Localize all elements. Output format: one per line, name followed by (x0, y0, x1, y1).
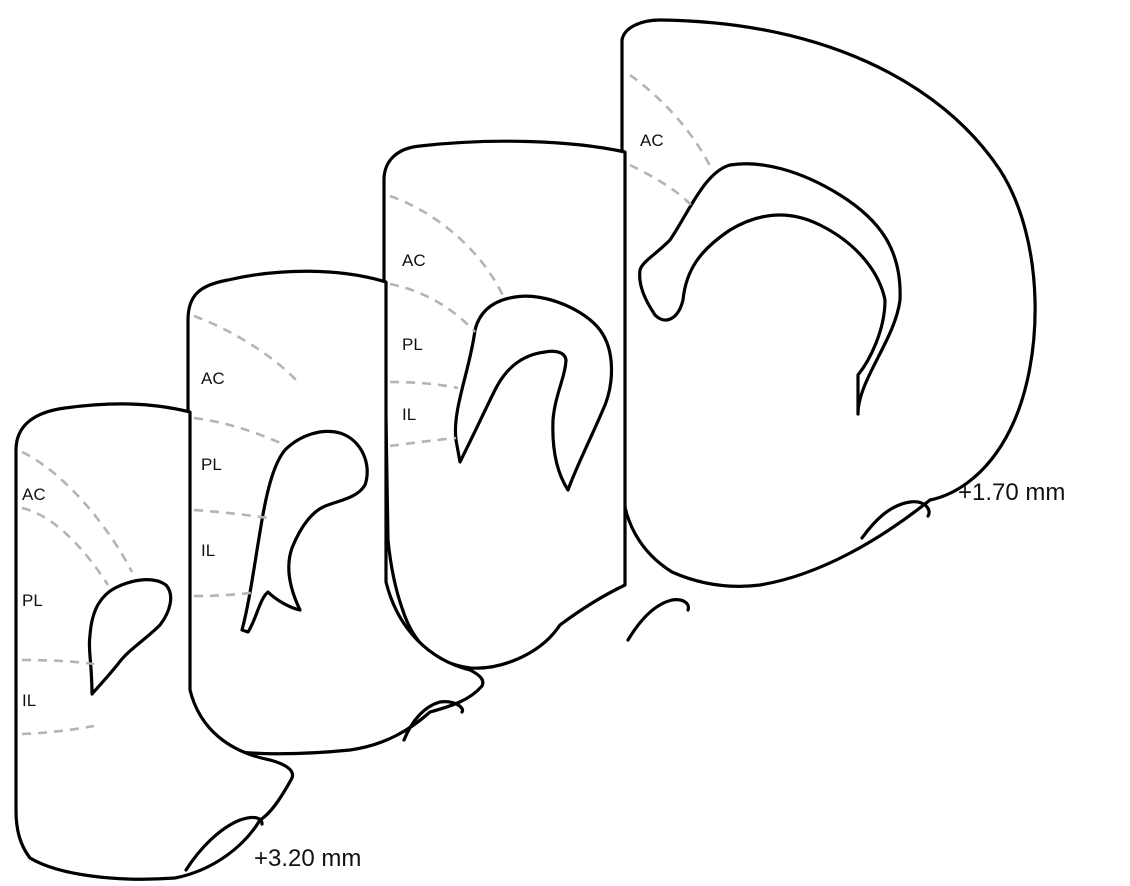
section-2-bottom-notch (628, 600, 688, 640)
section-2-label-ac: AC (402, 251, 426, 270)
section-3-label-il: IL (201, 541, 215, 560)
section-2-label-pl: PL (402, 335, 423, 354)
depth-label-posterior: +1.70 mm (958, 479, 1065, 506)
depth-label-anterior: +3.20 mm (254, 845, 361, 872)
section-4-label-ac: AC (22, 485, 46, 504)
section-4-label-il: IL (22, 691, 36, 710)
section-3-label-pl: PL (201, 455, 222, 474)
section-2-outline (384, 141, 625, 668)
section-1-label-ac: AC (640, 131, 664, 150)
section-3-label-ac: AC (201, 369, 225, 388)
section-4-label-pl: PL (22, 591, 43, 610)
section-2-label-il: IL (402, 405, 416, 424)
